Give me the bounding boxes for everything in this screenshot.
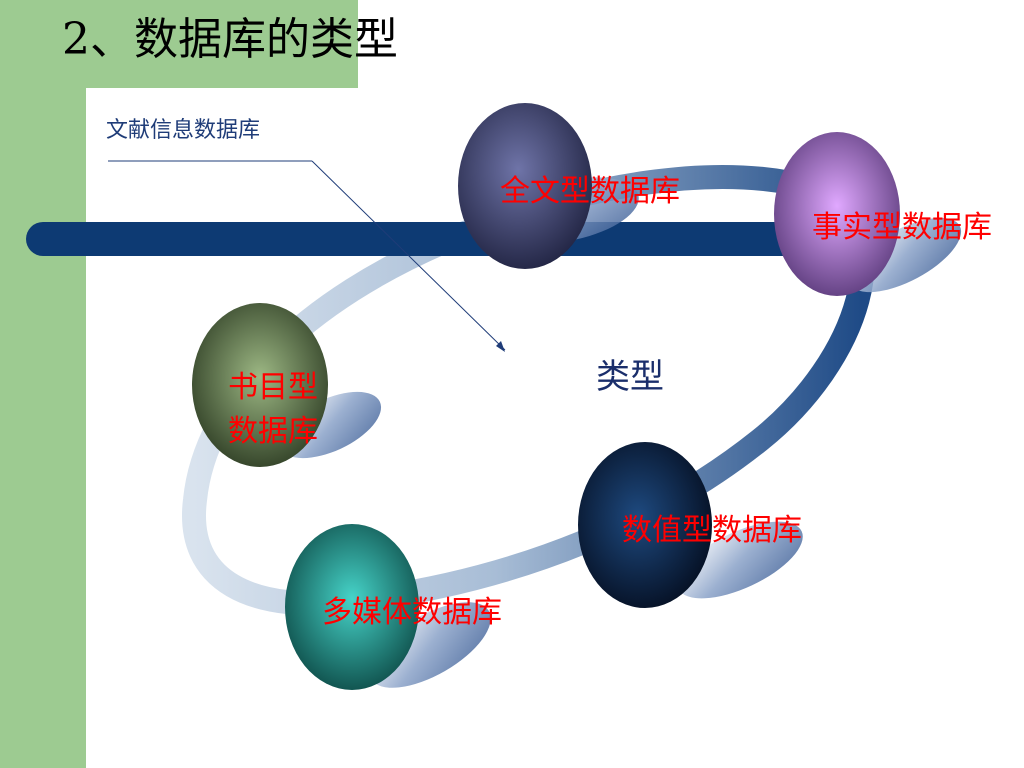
ball-fulltext bbox=[458, 103, 592, 269]
annotation-label: 文献信息数据库 bbox=[106, 118, 260, 143]
label-fact: 事实型数据库 bbox=[812, 210, 992, 245]
annotation-connector bbox=[108, 160, 506, 352]
label-multimedia: 多媒体数据库 bbox=[322, 595, 502, 630]
ball-multimedia bbox=[285, 524, 419, 690]
ball-bibliographic bbox=[192, 303, 328, 467]
content-corner bbox=[86, 88, 206, 208]
label-bibliographic-2: 数据库 bbox=[228, 414, 318, 449]
green-side-band bbox=[0, 0, 86, 768]
page-title: 2、数据库的类型 bbox=[62, 14, 398, 65]
label-bibliographic-1: 书目型 bbox=[228, 370, 318, 405]
label-fulltext: 全文型数据库 bbox=[500, 174, 680, 209]
shadow-multimedia bbox=[369, 602, 491, 688]
ball-numeric bbox=[578, 442, 712, 608]
center-label: 类型 bbox=[596, 357, 664, 397]
horizontal-bar bbox=[26, 222, 816, 256]
shadow-numeric bbox=[677, 521, 803, 599]
label-numeric: 数值型数据库 bbox=[622, 513, 802, 548]
ball-fact bbox=[774, 132, 900, 296]
